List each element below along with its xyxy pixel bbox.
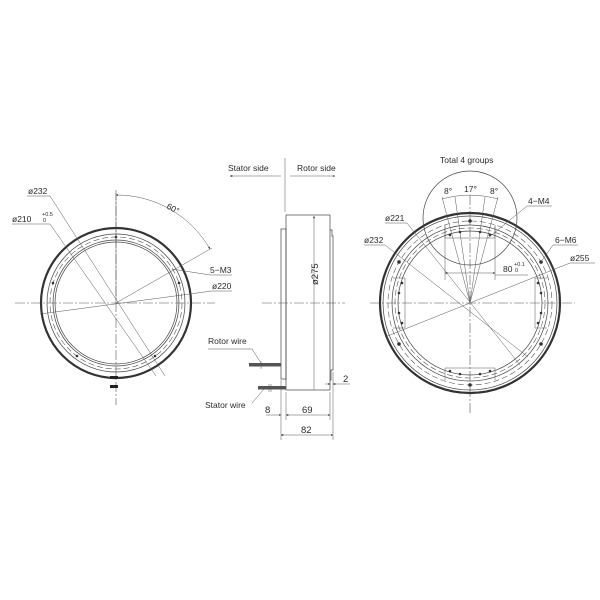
holes-6-m6-label: 6−M6 [555,235,577,245]
diameter-255-label: ø255 [570,253,590,263]
angle-8-right-label: 8° [490,186,498,196]
right-rear-view: Total 4 groups 8° 17° 8° 80 +0.1 0 [364,155,595,415]
angle-17-label: 17° [464,184,477,194]
diameter-232-label: ø232 [28,186,48,196]
diameter-210-label: ø210 [12,214,32,224]
diameter-232-right-label: ø232 [364,235,384,245]
stator-wire-exit [110,385,118,388]
rotor-lip [330,229,334,381]
rotor-wire-exit [110,376,118,379]
angle-60-label: 60° [165,201,181,216]
dim-82-label: 82 [301,425,312,436]
side-view: Stator side Rotor side ø275 Rotor wire S… [205,158,350,440]
width-tol-lower: 0 [515,268,518,274]
detail-circle [422,170,518,266]
dim-69-label: 69 [302,405,313,416]
diameter-275-label: ø275 [310,263,321,285]
holes-4-m4-label: 4−M4 [528,196,550,206]
ring-232 [391,224,549,382]
rotor-wire-label: Rotor wire [208,336,247,346]
stator-side-label: Stator side [228,163,269,173]
dim-8-label: 8 [265,405,270,416]
angle-8-left-label: 8° [444,186,452,196]
bolt-circle-m4 [394,227,546,379]
outer-ring-255 [378,211,562,395]
m4-hole-groups [397,230,543,376]
width-80-label: 80 [503,264,513,274]
stator-flange [280,228,287,380]
dim-2-label: 2 [343,374,348,385]
rotor-wire [249,363,281,367]
d210-tol-upper: +0.5 [42,212,53,218]
stator-wire [258,386,286,390]
d210-tol-lower: 0 [43,218,46,224]
motor-body [285,214,331,391]
holes-5-m3-label: 5−M3 [210,265,232,275]
total-4-groups-label: Total 4 groups [440,155,493,165]
rotor-side-label: Rotor side [297,163,336,173]
left-front-view: 60° ø232 ø210 +0.5 0 5−M3 ø220 [12,186,232,405]
stator-wire-label: Stator wire [205,400,246,410]
inner-bore-221 [397,230,543,376]
diameter-221-label: ø221 [385,213,405,223]
width-tol-upper: +0.1 [514,262,525,268]
diameter-220-label: ø220 [212,281,232,291]
m6-holes [397,219,543,387]
